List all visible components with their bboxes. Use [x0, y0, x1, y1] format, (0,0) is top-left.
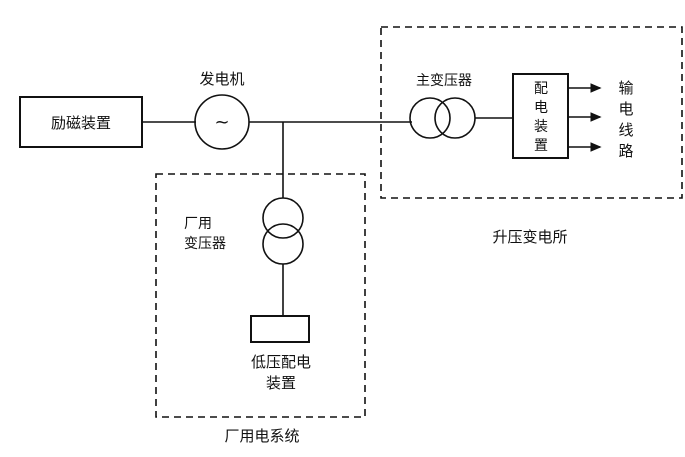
generator-symbol: ~ [214, 112, 229, 133]
main-transformer-label: 主变压器 [416, 73, 472, 89]
output-lines-char-4: 路 [618, 142, 633, 160]
main-transformer-coil-2 [434, 97, 476, 139]
low-voltage-label-1: 低压配电 [251, 353, 311, 371]
aux-transformer-label-1: 厂用 [184, 216, 212, 232]
distribution-char-1: 配 [534, 81, 548, 97]
excitation-label: 励磁装置 [51, 114, 111, 132]
output-lines-char-3: 线 [618, 121, 633, 139]
aux-system-label: 厂用电系统 [224, 427, 299, 445]
substation-label: 升压变电所 [492, 228, 567, 246]
output-lines-char-1: 输 [618, 79, 633, 97]
main-transformer-coil-1 [409, 97, 451, 139]
generator-label: 发电机 [199, 70, 244, 88]
distribution-char-3: 装 [534, 119, 548, 135]
distribution-char-2: 电 [534, 100, 548, 116]
substation-region [380, 26, 683, 199]
aux-transformer-label-2: 变压器 [184, 236, 226, 252]
distribution-box [512, 73, 569, 159]
low-voltage-box [250, 315, 310, 343]
aux-transformer-coil-2 [262, 223, 304, 265]
aux-transformer-coil-1 [262, 197, 304, 239]
low-voltage-label-2: 装置 [266, 374, 296, 392]
distribution-char-4: 置 [534, 138, 548, 154]
output-lines-char-2: 电 [618, 100, 633, 118]
aux-system-region [155, 173, 366, 418]
